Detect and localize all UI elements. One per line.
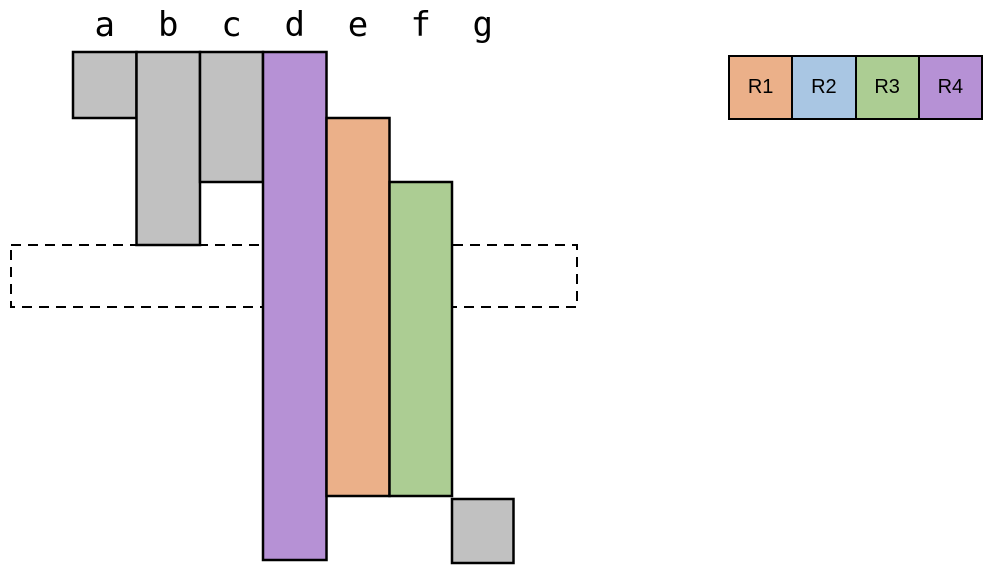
column-label-f: f (411, 5, 431, 45)
legend-item-R4: R4 (917, 55, 983, 120)
legend-item-R2: R2 (791, 55, 857, 120)
bar-b (135, 50, 202, 247)
bar-e (325, 116, 391, 498)
column-label-g: g (473, 5, 493, 45)
column-label-e: e (348, 5, 368, 45)
legend-item-R3: R3 (854, 55, 920, 120)
bar-d (261, 50, 328, 562)
resource-legend: R1 R2 R3 R4 (728, 55, 983, 120)
legend-item-label: R4 (937, 76, 964, 98)
column-label-b: b (158, 5, 178, 45)
column-label-c: c (221, 5, 241, 45)
legend-item-label: R2 (811, 76, 837, 98)
bar-f (388, 180, 454, 498)
legend-item-R1: R1 (728, 55, 794, 120)
column-label-d: d (285, 5, 305, 45)
legend-item-label: R3 (874, 76, 900, 98)
bar-g (450, 497, 515, 565)
bar-a (71, 50, 138, 120)
column-label-a: a (95, 5, 115, 45)
legend-item-label: R1 (747, 76, 774, 98)
bar-c (198, 50, 265, 184)
